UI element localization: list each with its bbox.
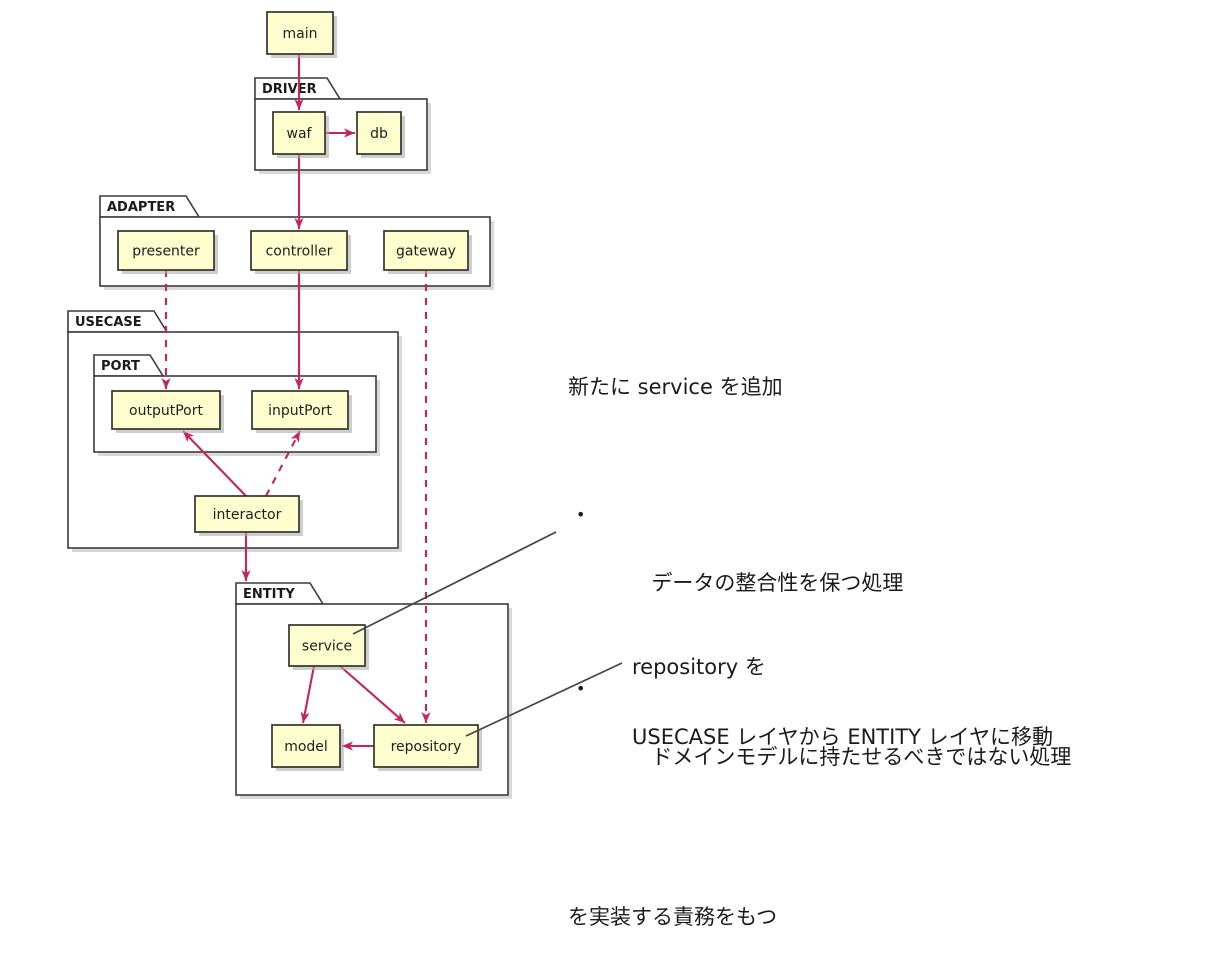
edge-gateway-repository	[421, 270, 431, 723]
node-box[interactable]	[288, 624, 366, 667]
annotation-repository-line-1: repository を	[632, 655, 766, 679]
node-inputPort[interactable]: inputPort	[251, 390, 352, 433]
annotation-service-tail: を実装する責務をもつ	[568, 905, 778, 929]
edge-interactor-inputPort	[265, 430, 301, 497]
edge-presenter-outputPort	[161, 270, 171, 389]
node-label: gateway	[396, 244, 456, 260]
annotation-service-bullet-list: • データの整合性を保つ処理 • ドメインモデルに持たせるべきではない処理	[568, 460, 1188, 846]
arrowhead-icon	[290, 431, 300, 443]
annotation-repository-note: repository を USECASE レイヤから ENTITY レイヤに移動	[632, 613, 1192, 791]
arrowhead-icon	[183, 431, 194, 443]
edge-interactor-service	[241, 532, 251, 581]
node-main[interactable]: main	[266, 11, 337, 58]
arrowhead-icon	[161, 378, 171, 389]
node-label: waf	[287, 126, 313, 142]
arrowhead-icon	[294, 218, 304, 229]
package-label: PORT	[101, 359, 140, 374]
node-box[interactable]	[250, 230, 348, 271]
node-gateway[interactable]: gateway	[383, 230, 472, 274]
node-model[interactable]: model	[271, 724, 344, 771]
leader-line-layer	[352, 531, 623, 737]
edge-controller-inputPort	[294, 270, 304, 389]
node-label: db	[370, 126, 388, 142]
node-label: controller	[266, 244, 333, 260]
arrowhead-icon	[294, 378, 304, 389]
package-label: ADAPTER	[107, 200, 175, 215]
edge-line	[339, 665, 406, 724]
node-label: inputPort	[268, 403, 332, 419]
edge-line	[265, 430, 301, 497]
node-box[interactable]	[117, 230, 215, 271]
edge-line	[182, 430, 247, 497]
node-box[interactable]	[272, 111, 326, 155]
arrowhead-icon	[241, 570, 251, 581]
node-controller[interactable]: controller	[250, 230, 351, 274]
node-label: interactor	[213, 507, 282, 523]
node-label: main	[283, 26, 318, 42]
architecture-diagram: DRIVER ADAPTER USECASE PORT ENTITY main waf db…	[67, 11, 1192, 929]
node-waf[interactable]: waf	[272, 111, 329, 158]
node-db[interactable]: db	[356, 111, 405, 158]
node-box[interactable]	[356, 111, 402, 155]
node-service[interactable]: service	[288, 624, 369, 670]
node-outputPort[interactable]: outputPort	[111, 390, 224, 433]
package-label: DRIVER	[262, 82, 317, 97]
edge-layer	[161, 54, 431, 751]
leader-repository	[465, 662, 623, 737]
diagram-canvas: DRIVER ADAPTER USECASE PORT ENTITY main waf db…	[67, 11, 623, 799]
arrowhead-icon	[421, 712, 431, 723]
node-label: model	[284, 739, 328, 755]
edge-service-repository	[339, 665, 406, 724]
edge-main-waf	[294, 54, 304, 110]
arrowhead-icon	[342, 741, 353, 751]
annotation-repository-line-2: USECASE レイヤから ENTITY レイヤに移動	[632, 725, 1054, 749]
list-item-label: データの整合性を保つ処理	[651, 571, 904, 595]
annotation-service-heading: 新たに service を追加	[568, 375, 783, 399]
package-label: ENTITY	[243, 587, 295, 602]
edge-service-model	[300, 665, 316, 724]
node-label: presenter	[132, 244, 200, 260]
arrowhead-icon	[294, 99, 304, 110]
node-label: service	[302, 639, 352, 655]
package-label: USECASE	[75, 315, 142, 330]
node-repository[interactable]: repository	[373, 724, 482, 771]
bullet-icon: •	[576, 505, 586, 524]
package-layer: DRIVER ADAPTER USECASE PORT ENTITY	[67, 77, 512, 799]
edge-interactor-outputPort	[182, 430, 247, 497]
list-item: • ドメインモデルに持たせるべきではない処理	[568, 672, 1188, 808]
list-item: • データの整合性を保つ処理	[568, 498, 1188, 634]
node-label: repository	[391, 739, 462, 755]
node-box[interactable]	[271, 724, 341, 768]
bullet-icon: •	[576, 679, 586, 698]
edge-repository-model	[342, 741, 374, 751]
node-box[interactable]	[251, 390, 349, 430]
edge-line	[301, 665, 316, 724]
node-presenter[interactable]: presenter	[117, 230, 218, 274]
node-layer: main waf db presenter controller gateway outpu…	[111, 11, 482, 771]
edge-waf-db	[325, 128, 355, 138]
edge-waf-controller	[294, 154, 304, 229]
node-box[interactable]	[373, 724, 479, 768]
node-box[interactable]	[111, 390, 221, 430]
arrowhead-icon	[344, 128, 355, 138]
arrowhead-icon	[393, 712, 405, 723]
arrowhead-icon	[300, 711, 310, 723]
list-item-label: ドメインモデルに持たせるべきではない処理	[651, 745, 1072, 769]
node-label: outputPort	[129, 403, 203, 419]
node-box[interactable]	[194, 495, 300, 533]
node-box[interactable]	[383, 230, 469, 271]
node-interactor[interactable]: interactor	[194, 495, 303, 536]
node-box[interactable]	[266, 11, 334, 55]
leader-service	[352, 531, 557, 635]
